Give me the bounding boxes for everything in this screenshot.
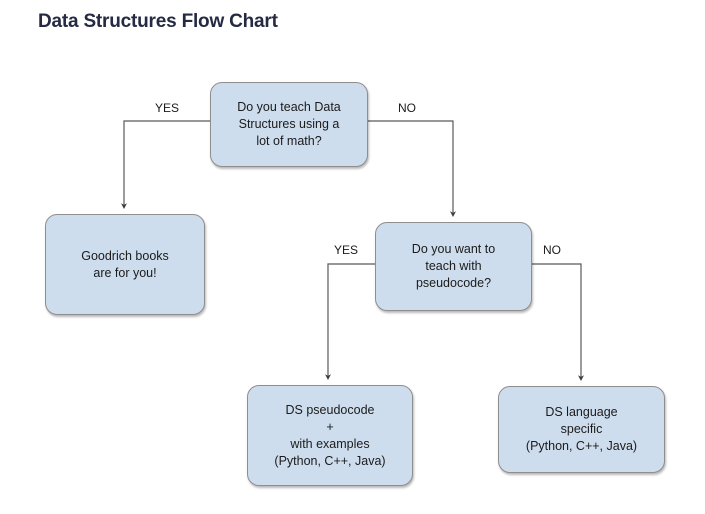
node-decision-pseudocode-label: Do you want to teach with pseudocode? [411, 242, 496, 290]
node-decision-pseudocode[interactable]: Do you want to teach with pseudocode? [375, 222, 532, 311]
connector-math-no [368, 120, 456, 217]
node-decision-math[interactable]: Do you teach Data Structures using a lot… [210, 82, 368, 167]
connector-math-yes [120, 120, 210, 209]
edge-label-math-yes: YES [155, 101, 180, 115]
node-result-goodrich[interactable]: Goodrich books are for you! [45, 214, 205, 315]
edge-label-math-no: NO [398, 101, 416, 115]
node-result-pseudocode-label: DS pseudocode + with examples (Python, C… [274, 402, 386, 468]
edge-label-pseudocode-no: NO [543, 243, 561, 257]
page-title: Data Structures Flow Chart [38, 11, 278, 32]
node-result-goodrich-label: Goodrich books are for you! [81, 248, 169, 280]
connector-pseudocode-yes [324, 263, 375, 380]
node-result-language-label: DS language specific (Python, C++, Java) [525, 405, 638, 453]
connector-pseudocode-no [532, 263, 584, 381]
node-result-pseudocode[interactable]: DS pseudocode + with examples (Python, C… [247, 385, 413, 486]
node-result-language[interactable]: DS language specific (Python, C++, Java) [498, 386, 665, 473]
node-decision-math-label: Do you teach Data Structures using a lot… [237, 100, 341, 148]
edge-label-pseudocode-yes: YES [334, 243, 359, 257]
